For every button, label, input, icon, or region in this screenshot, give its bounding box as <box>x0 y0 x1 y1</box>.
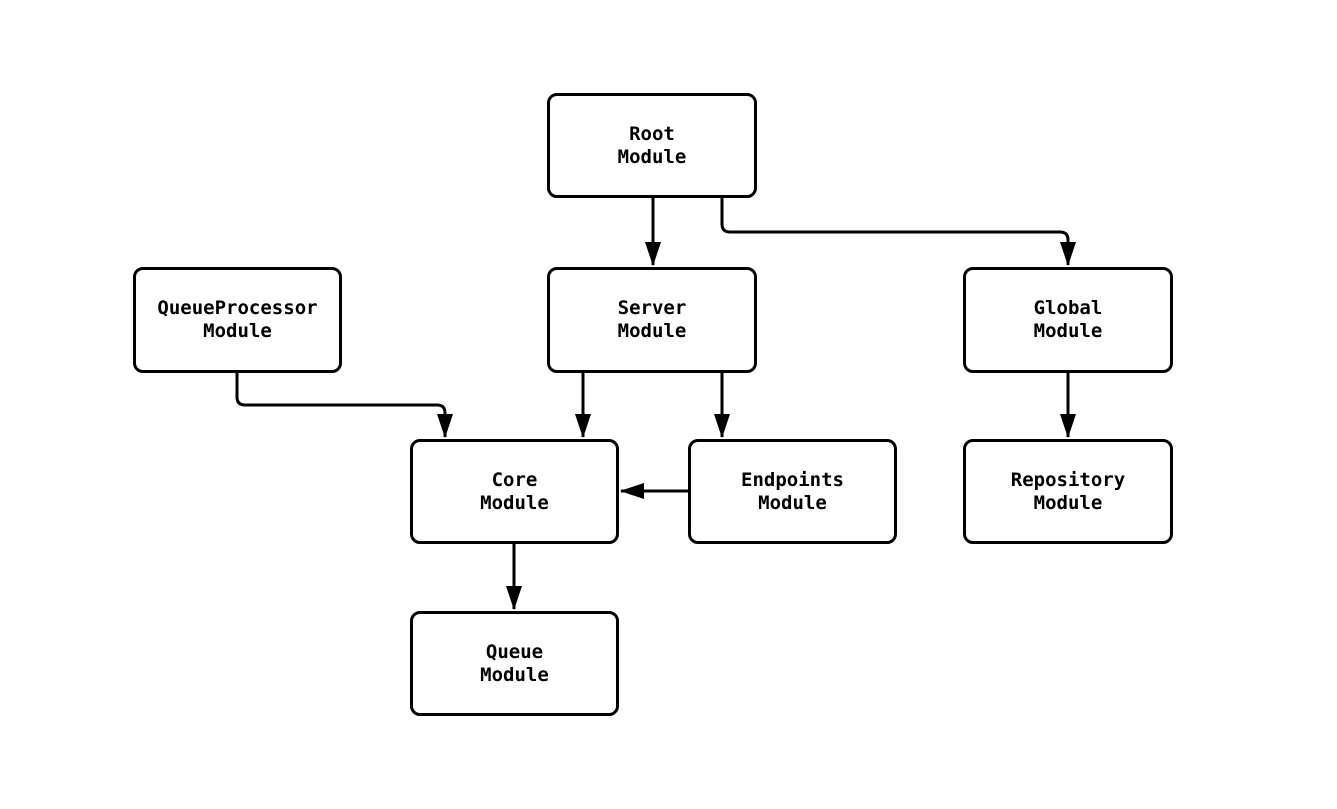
node-label-line2: Module <box>480 491 549 514</box>
edge-root-to-global <box>720 198 1076 266</box>
node-label-line1: Repository <box>1010 468 1126 491</box>
edge-queueprocessor-to-core <box>235 373 453 438</box>
node-label-line1: Root <box>629 122 675 145</box>
node-queue-module: Queue Module <box>410 611 619 716</box>
node-label-line2: Module <box>1033 320 1103 342</box>
node-label-line1: Server <box>617 297 687 319</box>
node-root-module: Root Module <box>547 93 757 198</box>
node-label-line1: Global <box>1033 297 1103 319</box>
node-label-line1: Queue <box>485 640 544 663</box>
node-endpoints-module: Endpoints Module <box>688 439 897 544</box>
node-label-line1: Endpoints <box>741 468 844 491</box>
node-core-module: Core Module <box>410 439 619 544</box>
node-label-line2: Module <box>758 491 827 514</box>
node-label-line2: Module <box>1033 491 1103 514</box>
node-queueprocessor-module: QueueProcessor Module <box>133 267 342 373</box>
node-label-line2: Module <box>617 320 687 342</box>
node-label-line2: Module <box>480 663 549 686</box>
node-server-module: Server Module <box>547 267 757 373</box>
node-global-module: Global Module <box>963 267 1173 373</box>
node-label-line2: Module <box>203 320 272 342</box>
node-label-line2: Module <box>617 145 687 168</box>
node-repository-module: Repository Module <box>963 439 1173 544</box>
node-label-line1: QueueProcessor <box>157 297 318 319</box>
node-label-line1: Core <box>491 468 538 491</box>
